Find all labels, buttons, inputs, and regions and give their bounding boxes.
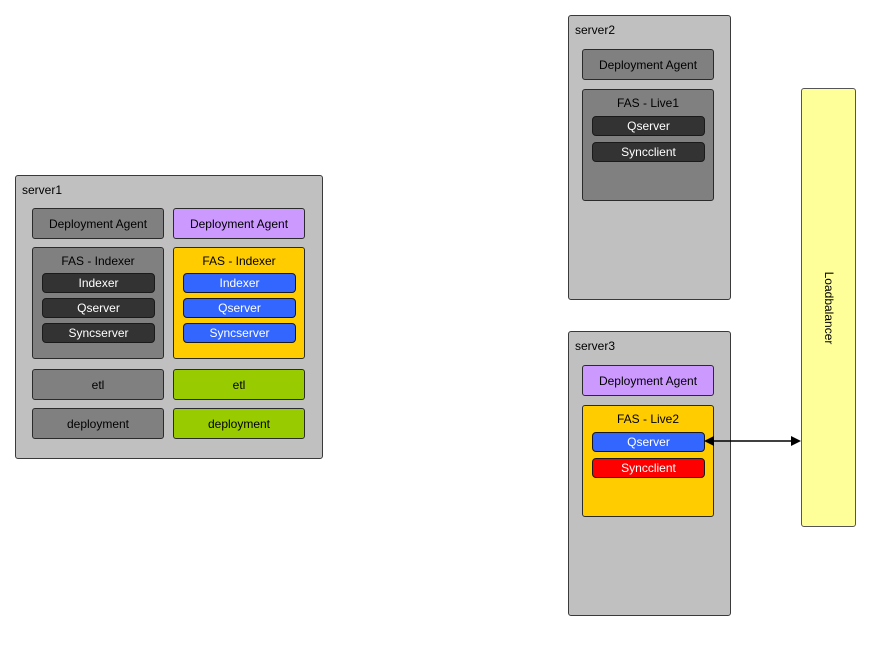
- server1-right-etl: etl: [173, 369, 305, 400]
- server1-node: server1 Deployment Agent FAS - Indexer I…: [15, 175, 323, 459]
- server1-right-fas-label: FAS - Indexer: [202, 254, 276, 268]
- server1-right-deployment-agent: Deployment Agent: [173, 208, 305, 239]
- server1-left-etl: etl: [32, 369, 164, 400]
- server1-left-fas-indexer-group: FAS - Indexer Indexer Qserver Syncserver: [32, 247, 164, 359]
- server1-right-syncserver: Syncserver: [183, 323, 296, 343]
- server1-right-qserver: Qserver: [183, 298, 296, 318]
- server3-label: server3: [575, 339, 616, 353]
- server3-fas-label: FAS - Live2: [616, 412, 680, 426]
- server3-qserver: Qserver: [592, 432, 705, 452]
- connector-arrowhead-right: [791, 436, 801, 446]
- server1-left-qserver: Qserver: [42, 298, 155, 318]
- server1-right-deployment: deployment: [173, 408, 305, 439]
- server3-syncclient: Syncclient: [592, 458, 705, 478]
- server2-qserver: Qserver: [592, 116, 705, 136]
- server1-left-syncserver: Syncserver: [42, 323, 155, 343]
- loadbalancer-node: Loadbalancer: [801, 88, 856, 527]
- server1-right-fas-indexer-group: FAS - Indexer Indexer Qserver Syncserver: [173, 247, 305, 359]
- server1-left-deployment: deployment: [32, 408, 164, 439]
- server2-fas-label: FAS - Live1: [616, 96, 680, 110]
- server1-right-indexer: Indexer: [183, 273, 296, 293]
- loadbalancer-label: Loadbalancer: [821, 271, 836, 344]
- server1-left-fas-label: FAS - Indexer: [61, 254, 135, 268]
- server1-left-deployment-agent: Deployment Agent: [32, 208, 164, 239]
- server3-deployment-agent: Deployment Agent: [582, 365, 714, 396]
- server2-syncclient: Syncclient: [592, 142, 705, 162]
- server3-node: server3 Deployment Agent FAS - Live2 Qse…: [568, 331, 731, 616]
- server2-label: server2: [575, 23, 616, 37]
- server2-deployment-agent: Deployment Agent: [582, 49, 714, 80]
- server3-fas-live2-group: FAS - Live2 Qserver Syncclient: [582, 405, 714, 517]
- server1-left-indexer: Indexer: [42, 273, 155, 293]
- server2-node: server2 Deployment Agent FAS - Live1 Qse…: [568, 15, 731, 300]
- server1-label: server1: [22, 183, 63, 197]
- server2-fas-live1-group: FAS - Live1 Qserver Syncclient: [582, 89, 714, 201]
